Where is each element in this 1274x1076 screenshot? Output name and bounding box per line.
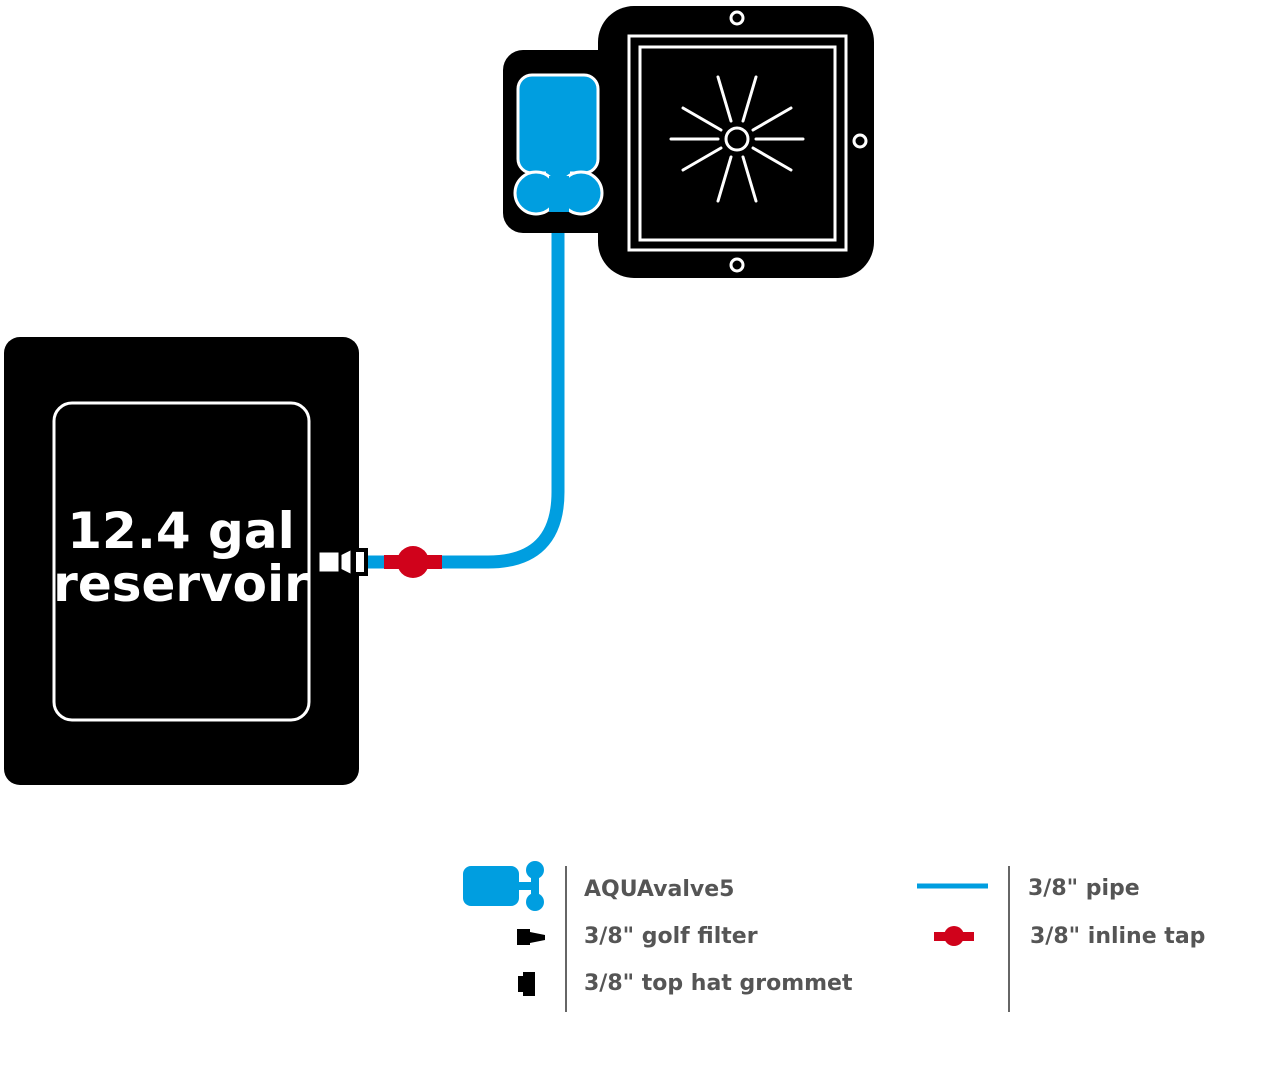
- pot-tray: [627, 10, 868, 273]
- legend-label-grommet: 3/8" top hat grommet: [584, 971, 853, 996]
- grommet-icon: [518, 972, 535, 996]
- legend-label-aquavalve: AQUAvalve5: [584, 877, 734, 902]
- legend-label-inline-tap: 3/8" inline tap: [1030, 924, 1205, 949]
- aquavalve: [513, 73, 604, 216]
- inline-tap: [384, 546, 442, 578]
- aquavalve-tray-unit: [503, 6, 874, 278]
- legend-label-golf-filter: 3/8" golf filter: [584, 924, 758, 949]
- legend-label-pipe: 3/8" pipe: [1028, 876, 1140, 901]
- reservoir-fittings: [316, 545, 368, 579]
- inline-tap-icon: [934, 926, 974, 946]
- aquavalve-icon: [463, 861, 544, 911]
- legend: AQUAvalve5 3/8" golf filter 3/8" top hat…: [463, 861, 1205, 1012]
- reservoir: 12.4 gal reservoir: [4, 337, 359, 785]
- pipe: [366, 208, 565, 569]
- drain-icon: [669, 75, 805, 203]
- reservoir-name-label: reservoir: [53, 555, 309, 613]
- reservoir-capacity-label: 12.4 gal: [67, 502, 294, 560]
- golf-filter-icon: [517, 929, 545, 945]
